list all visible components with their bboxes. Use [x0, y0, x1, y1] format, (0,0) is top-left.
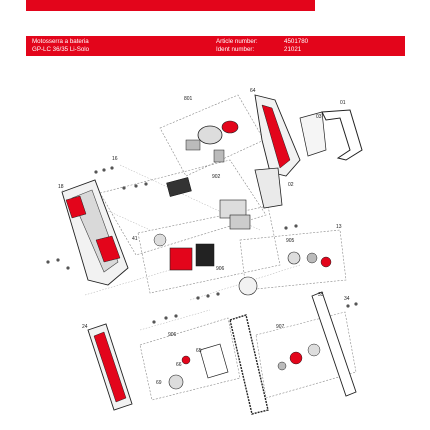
product-model: GP-LC 36/35 Li-Solo	[32, 45, 90, 53]
callout-13: 13	[336, 224, 342, 230]
product-info-bar: Motosserra a bateria GP-LC 36/35 Li-Solo…	[26, 36, 405, 56]
callout-01: 01	[340, 100, 346, 106]
callouts: 801 64 01 02 03 16 902 18 13 905 41 906 …	[58, 88, 350, 386]
frame-902	[99, 159, 267, 256]
handle-housing	[254, 94, 301, 209]
motor-assembly	[185, 120, 239, 163]
frame-905	[239, 229, 347, 291]
callout-906-upper: 906	[216, 266, 225, 272]
frame-906	[139, 317, 241, 401]
number-labels: Article number: Ident number:	[216, 38, 258, 53]
main-housing	[61, 179, 129, 286]
terminal-block	[166, 177, 251, 230]
callout-34: 34	[344, 296, 350, 302]
sprocket-group	[287, 251, 332, 268]
number-values: 4501780 21021	[284, 38, 308, 53]
callout-24: 24	[82, 324, 88, 330]
saw-chain	[229, 314, 269, 415]
callout-801: 801	[184, 96, 193, 102]
screws	[46, 166, 358, 324]
guide-bar	[311, 291, 357, 397]
hand-guard	[299, 109, 363, 161]
callout-64: 64	[250, 88, 256, 94]
callout-69: 69	[156, 380, 162, 386]
article-number-value: 4501780	[284, 38, 309, 45]
callout-03: 03	[316, 114, 322, 120]
ident-number-value: 21021	[284, 45, 302, 53]
callout-65: 65	[196, 348, 202, 354]
frame-907	[255, 311, 357, 399]
callout-907: 907	[276, 324, 285, 330]
callout-906-lower: 906	[168, 332, 177, 338]
side-cover	[87, 323, 133, 411]
article-number-label: Article number:	[216, 38, 258, 45]
callout-02: 02	[288, 182, 294, 188]
exploded-parts-diagram: 801 64 01 02 03 16 902 18 13 905 41 906 …	[46, 88, 363, 415]
callout-35: 35	[318, 292, 324, 298]
header-top-band	[26, 0, 315, 11]
tensioner-group	[168, 343, 229, 390]
callout-905: 905	[286, 238, 295, 244]
product-name-block: Motosserra a bateria GP-LC 36/35 Li-Solo	[32, 38, 89, 53]
callout-66: 66	[176, 362, 182, 368]
callout-41: 41	[132, 236, 138, 242]
ident-number-label: Ident number:	[216, 45, 255, 53]
gear-group	[153, 233, 258, 296]
callout-16: 16	[112, 156, 118, 162]
pump-group	[277, 343, 321, 371]
callout-902: 902	[212, 174, 221, 180]
callout-18: 18	[58, 184, 64, 190]
product-name: Motosserra a bateria	[32, 38, 89, 45]
